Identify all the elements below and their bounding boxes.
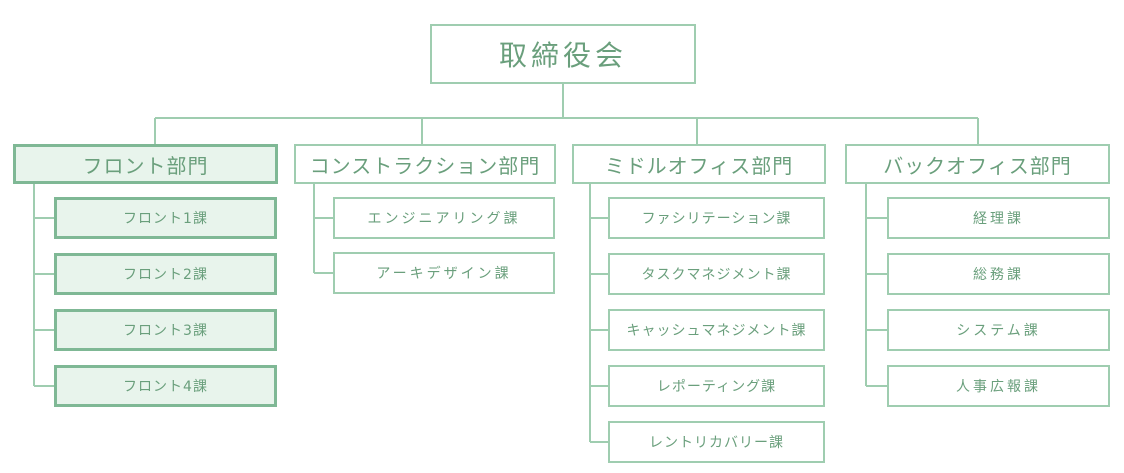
section-box: ファシリテーション課: [608, 197, 825, 239]
section-box: レポーティング課: [608, 365, 825, 407]
section-label: フロント3課: [123, 323, 208, 339]
section-label: 経理課: [973, 211, 1024, 227]
department-box-front: フロント部門: [13, 144, 278, 184]
section-box: 経理課: [887, 197, 1110, 239]
section-box: フロント2課: [54, 253, 277, 295]
section-label: 人事広報課: [956, 379, 1041, 395]
section-label: タスクマネジメント課: [641, 267, 792, 283]
section-box: アーキデザイン課: [333, 252, 555, 294]
section-box: フロント3課: [54, 309, 277, 351]
section-label: アーキデザイン課: [376, 266, 512, 282]
section-box: フロント4課: [54, 365, 277, 407]
department-box-construction: コンストラクション部門: [294, 144, 556, 184]
section-label: キャッシュマネジメント課: [626, 323, 807, 339]
section-label: システム課: [956, 323, 1041, 339]
section-box: システム課: [887, 309, 1110, 351]
section-label: フロント1課: [123, 211, 208, 227]
section-label: レポーティング課: [656, 379, 777, 395]
section-box: エンジニアリング課: [333, 197, 555, 239]
department-label: ミドルオフィス部門: [604, 153, 794, 178]
section-label: 総務課: [973, 267, 1024, 283]
section-label: エンジニアリング課: [367, 211, 521, 227]
department-label: バックオフィス部門: [883, 153, 1072, 178]
department-label: フロント部門: [82, 153, 209, 178]
board-box: 取締役会: [430, 24, 696, 84]
department-box-back-office: バックオフィス部門: [845, 144, 1110, 184]
section-label: フロント2課: [123, 267, 208, 283]
section-box: 人事広報課: [887, 365, 1110, 407]
section-label: ファシリテーション課: [641, 211, 792, 227]
department-box-middle-office: ミドルオフィス部門: [572, 144, 826, 184]
section-box: キャッシュマネジメント課: [608, 309, 825, 351]
section-label: レントリカバリー課: [649, 435, 784, 451]
section-label: フロント4課: [123, 379, 208, 395]
section-box: レントリカバリー課: [608, 421, 825, 463]
board-label: 取締役会: [498, 39, 627, 72]
section-box: タスクマネジメント課: [608, 253, 825, 295]
section-box: 総務課: [887, 253, 1110, 295]
department-label: コンストラクション部門: [309, 153, 541, 178]
section-box: フロント1課: [54, 197, 277, 239]
